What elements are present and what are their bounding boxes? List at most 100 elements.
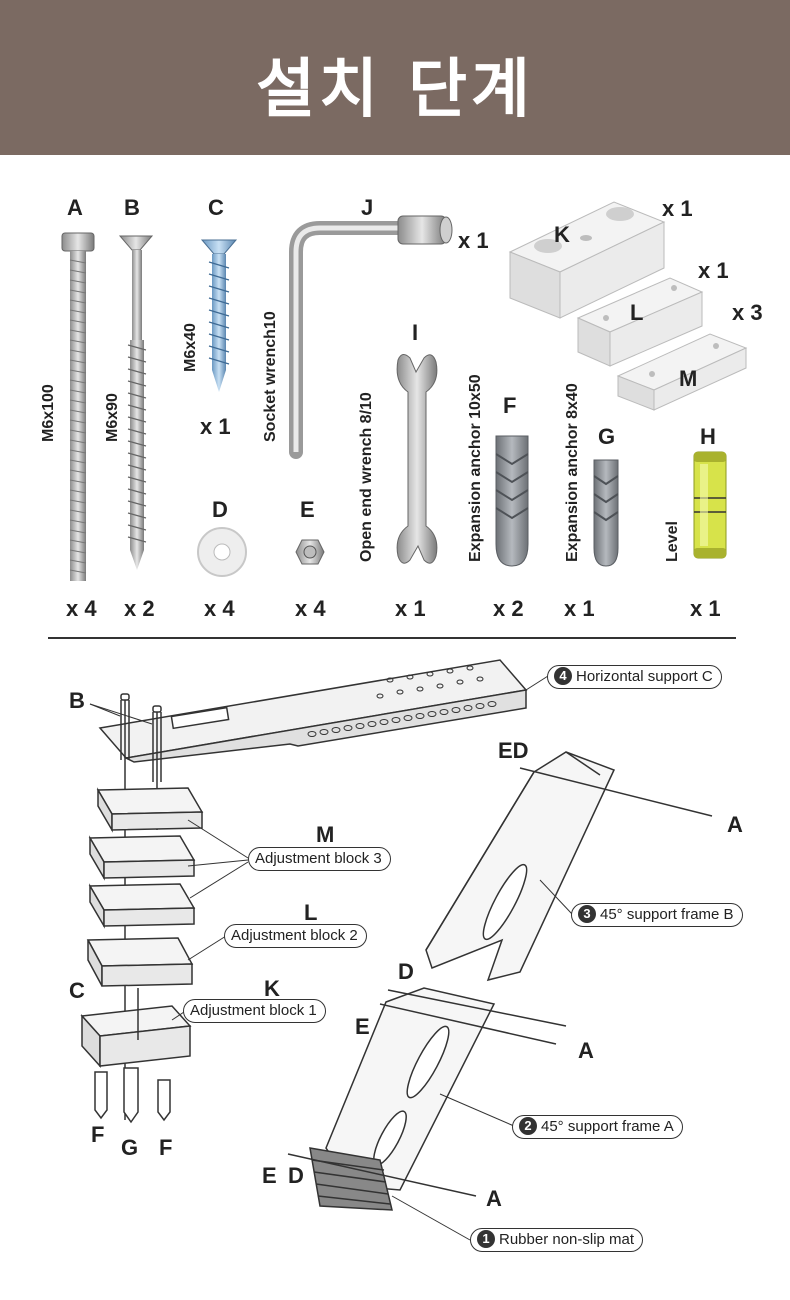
section-divider — [48, 637, 736, 639]
step-number-4: 4 — [554, 667, 572, 685]
diagram-label-l: L — [304, 900, 318, 925]
qty-m: x 3 — [732, 300, 763, 325]
page-title: 설치 단계 — [256, 53, 534, 127]
horizontal-support-c-drawing — [98, 659, 528, 763]
anchor-g-drawing — [123, 1067, 139, 1124]
spec-j: Socket wrench10 — [262, 311, 279, 442]
callout-block-2: Adjustment block 2 — [224, 924, 367, 948]
anchor-f2-drawing — [157, 1079, 171, 1122]
diagram-label-g: G — [121, 1135, 139, 1160]
callout-block-1: Adjustment block 1 — [183, 999, 326, 1023]
step-number-1: 1 — [477, 1230, 495, 1248]
spec-g: Expansion anchor 8x40 — [564, 383, 581, 562]
part-label-i: I — [412, 320, 419, 345]
adjustment-block-1-drawing — [80, 1005, 192, 1068]
bolt-a-top-drawing — [519, 767, 713, 817]
qty-l: x 1 — [698, 258, 729, 283]
adjustment-block-2-drawing — [86, 937, 194, 987]
open-end-wrench-i-icon — [396, 354, 438, 564]
nut-e-icon — [295, 539, 325, 565]
anchor-f-icon — [495, 435, 529, 567]
callout-text: Adjustment block 2 — [231, 927, 358, 944]
diagram-label-a-top: A — [727, 812, 743, 837]
callout-text: 45° support frame A — [541, 1118, 674, 1135]
qty-e: x 4 — [295, 596, 326, 621]
adjustment-block-3a-drawing — [96, 787, 204, 833]
part-label-k: K — [554, 222, 570, 247]
qty-j: x 1 — [458, 228, 489, 253]
part-label-h: H — [700, 424, 716, 449]
qty-h: x 1 — [690, 596, 721, 621]
bolt-a-bot-drawing — [287, 1153, 477, 1197]
qty-c: x 1 — [200, 414, 231, 439]
header-banner: 설치 단계 — [0, 0, 790, 155]
qty-b: x 2 — [124, 596, 155, 621]
step-number-3: 3 — [578, 905, 596, 923]
diagram-label-b: B — [69, 688, 85, 713]
callout-text: Rubber non-slip mat — [499, 1231, 635, 1248]
callout-text: Adjustment block 1 — [190, 1002, 317, 1019]
spec-f: Expansion anchor 10x50 — [467, 374, 484, 562]
part-label-l: L — [630, 300, 644, 325]
washer-d-icon — [197, 527, 247, 577]
part-label-j: J — [361, 195, 374, 220]
block-m-icon — [616, 333, 748, 411]
diagram-label-a-bot: A — [486, 1186, 502, 1211]
part-label-d: D — [212, 497, 228, 522]
part-label-e: E — [300, 497, 315, 522]
bolt-a-mid2-drawing — [379, 1003, 557, 1045]
callout-text: Adjustment block 3 — [255, 850, 382, 867]
part-label-m: M — [679, 366, 698, 391]
qty-g: x 1 — [564, 596, 595, 621]
screw-b-drawing — [120, 693, 162, 1120]
rubber-mat-drawing — [309, 1147, 393, 1211]
callout-text: 45° support frame B — [600, 906, 734, 923]
qty-k: x 1 — [662, 196, 693, 221]
part-label-a: A — [67, 195, 83, 220]
diagram-label-ed-top: ED — [498, 738, 529, 763]
diagram-label-k: K — [264, 976, 280, 1001]
diagram-label-c: C — [69, 978, 85, 1003]
anchor-g-icon — [593, 459, 619, 567]
block-l-icon — [576, 277, 704, 367]
adjustment-block-3b-drawing — [88, 835, 196, 881]
spec-h: Level — [664, 521, 681, 562]
callout-block-3: Adjustment block 3 — [248, 847, 391, 871]
part-label-g: G — [598, 424, 616, 449]
qty-a: x 4 — [66, 596, 97, 621]
part-label-c: C — [208, 195, 224, 220]
diagram-label-m: M — [316, 822, 335, 847]
support-frame-b-drawing — [425, 751, 616, 982]
spec-c: M6x40 — [182, 323, 199, 372]
adjustment-block-3c-drawing — [88, 883, 196, 929]
spec-a: M6x100 — [40, 384, 57, 442]
step-number-2: 2 — [519, 1117, 537, 1135]
diagram-label-d-bot: D — [288, 1163, 304, 1188]
block-k-icon — [508, 201, 666, 319]
part-label-b: B — [124, 195, 140, 220]
bolt-a-icon — [61, 232, 95, 581]
qty-i: x 1 — [395, 596, 426, 621]
spec-i: Open end wrench 8/10 — [358, 392, 375, 562]
level-h-icon — [693, 451, 727, 559]
diagram-label-a-mid: A — [578, 1038, 594, 1063]
screw-b-icon — [118, 235, 154, 570]
callout-text: Horizontal support C — [576, 668, 713, 685]
diagram-label-e-bot: E — [262, 1163, 277, 1188]
part-label-f: F — [503, 393, 517, 418]
diagram-label-f1: F — [91, 1122, 105, 1147]
socket-wrench-j-icon — [289, 215, 453, 459]
anchor-f1-drawing — [94, 1071, 108, 1120]
diagram-label-d-mid: D — [398, 959, 414, 984]
spec-b: M6x90 — [104, 393, 121, 442]
support-frame-a-drawing — [325, 987, 496, 1191]
parts-illustration — [61, 201, 748, 581]
qty-f: x 2 — [493, 596, 524, 621]
screw-c-icon — [200, 239, 238, 392]
diagram-label-e-mid: E — [355, 1014, 370, 1039]
qty-d: x 4 — [204, 596, 235, 621]
